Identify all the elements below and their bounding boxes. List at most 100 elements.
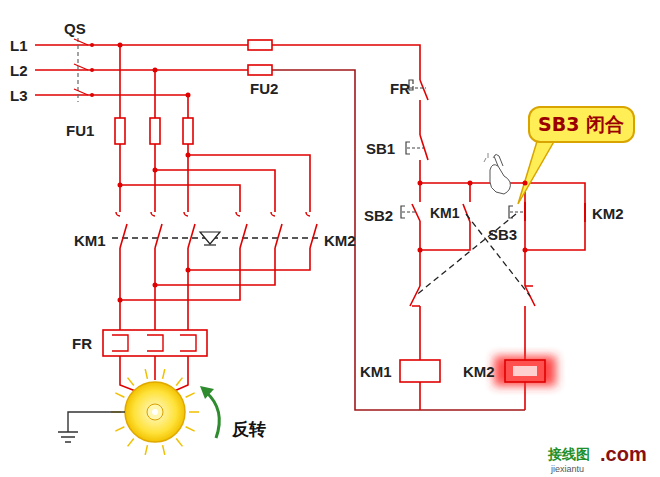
- circuit-stroke: [206, 392, 219, 438]
- component-label: SB2: [364, 207, 393, 224]
- component-label: FR: [72, 335, 92, 352]
- circuit-stroke: [150, 118, 160, 144]
- watermark: .com: [600, 443, 647, 466]
- circuit-stroke: [466, 214, 530, 296]
- circuit-stroke: [176, 378, 182, 386]
- callout-box: SB3 闭合: [528, 106, 635, 143]
- circuit-stroke: [402, 211, 415, 212]
- component-label: KM2: [592, 205, 624, 222]
- circuit-stroke: [176, 439, 182, 447]
- circuit-stroke: [189, 411, 199, 413]
- circuit-stroke: [184, 212, 188, 216]
- circuit-stroke: [419, 250, 421, 410]
- component-label: FU1: [66, 122, 94, 139]
- circuit-stroke: [463, 204, 470, 222]
- component-label: KM1: [360, 363, 392, 380]
- circuit-stroke: [186, 427, 195, 431]
- circuit-stroke: [163, 369, 165, 379]
- circuit-stroke: [406, 142, 410, 154]
- component-label: SB3: [488, 226, 517, 243]
- circuit-stroke: [120, 224, 127, 248]
- circuit-stroke: [523, 248, 528, 253]
- circuit-stroke: [186, 153, 191, 158]
- circuit-stroke: [468, 181, 473, 186]
- junction-dots: [118, 43, 528, 303]
- interlock-links: [415, 214, 530, 296]
- circuit-stroke: [204, 244, 216, 245]
- circuit-stroke: [248, 65, 272, 75]
- hand-icon: [484, 153, 510, 194]
- component-label: L3: [10, 87, 28, 104]
- circuit-stroke: [153, 168, 158, 173]
- component-label: KM2: [324, 232, 356, 249]
- circuit-stroke: [145, 445, 147, 455]
- direction-label: 反转: [232, 420, 266, 440]
- circuit-stroke: [145, 369, 147, 379]
- circuit-stroke: [147, 404, 163, 420]
- circuit-stroke: [494, 155, 503, 167]
- circuit-stroke: [490, 165, 510, 194]
- circuit-stroke: [275, 224, 282, 248]
- circuit-stroke: [494, 356, 556, 386]
- component-label: FR: [390, 80, 410, 97]
- circuit-stroke: [200, 386, 214, 399]
- circuit-stroke: [271, 212, 275, 216]
- circuit-stroke: [116, 212, 120, 216]
- component-label: KM1: [74, 232, 106, 249]
- circuit-stroke: [188, 224, 195, 248]
- circuit-stroke: [418, 248, 423, 253]
- circuit-stroke: [513, 366, 537, 376]
- circuit-stroke: [310, 224, 317, 248]
- circuit-stroke: [401, 206, 405, 218]
- circuit-stroke: [420, 80, 428, 100]
- circuit-stroke: [524, 202, 526, 221]
- circuit-stroke: [155, 170, 275, 212]
- circuit-stroke: [74, 39, 88, 95]
- circuit-stroke: [151, 212, 155, 216]
- circuit-stroke: [120, 45, 188, 118]
- circuit-stroke: [58, 412, 125, 442]
- circuit-stroke: [505, 360, 545, 382]
- circuit-stroke: [118, 43, 123, 48]
- circuit-stroke: [35, 45, 420, 70]
- circuit-stroke: [484, 153, 496, 162]
- circuit-stroke: [112, 335, 196, 351]
- circuit-stroke: [523, 181, 528, 186]
- circuit-stroke: [240, 224, 247, 248]
- circuit-stroke: [35, 69, 248, 71]
- main-contacts: [116, 212, 317, 248]
- circuit-stroke: [420, 183, 470, 250]
- circuit-stroke: [90, 43, 94, 47]
- circuit-stroke: [118, 298, 123, 303]
- component-label: KM2: [463, 363, 495, 380]
- circuit-stroke: [120, 144, 188, 212]
- circuit-stroke: [412, 286, 533, 306]
- circuit-stroke: [186, 393, 195, 397]
- circuit-stroke: [115, 393, 124, 397]
- circuit-stroke: [186, 93, 191, 98]
- circuit-stroke: [128, 439, 134, 447]
- callout-pointer: [518, 138, 556, 204]
- circuit-stroke: [103, 330, 207, 356]
- circuit-stroke: [155, 224, 162, 248]
- component-label: L2: [10, 62, 28, 79]
- circuit-stroke: [186, 268, 191, 273]
- circuit-stroke: [200, 232, 220, 244]
- circuit-stroke: [90, 93, 94, 97]
- circuit-stroke: [248, 40, 272, 50]
- circuit-stroke: [407, 147, 424, 148]
- circuit-stroke: [115, 118, 125, 144]
- circuit-stroke: [118, 183, 123, 188]
- component-label: QS: [64, 20, 86, 37]
- circuit-stroke: [418, 181, 423, 186]
- component-label: SB1: [366, 140, 395, 157]
- watermark: jiexiantu: [551, 464, 584, 474]
- component-label: KM1: [430, 205, 460, 221]
- circuit-stroke: [510, 211, 523, 212]
- circuit-stroke: [400, 360, 440, 382]
- mechanical-link: [112, 232, 318, 245]
- circuit-stroke: [410, 286, 535, 306]
- circuit-stroke: [306, 212, 310, 216]
- circuit-stroke: [163, 445, 165, 455]
